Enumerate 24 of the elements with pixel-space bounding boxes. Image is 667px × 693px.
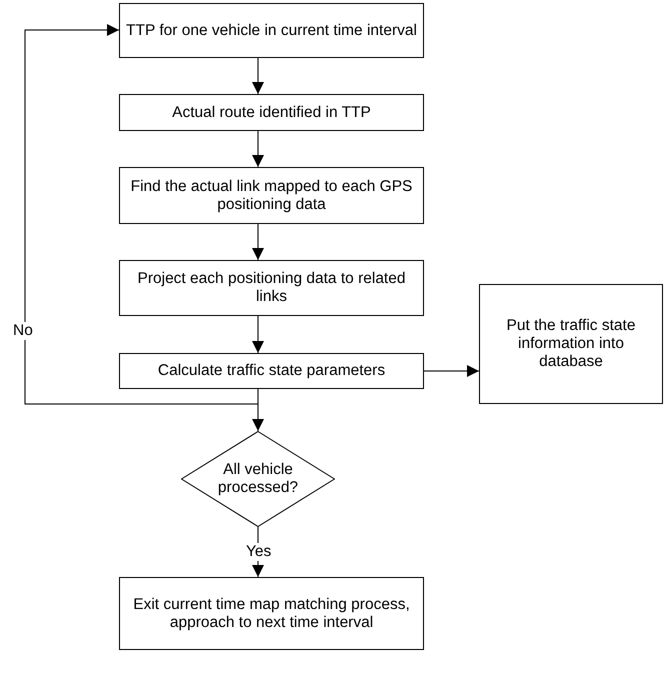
arrow [252, 316, 264, 354]
box-text: TTP for one vehicle in current time interval [125, 22, 418, 40]
box-text: Project each positioning data to related links [136, 270, 406, 306]
process-box [119, 353, 424, 389]
arrow [252, 388, 264, 432]
process-box [479, 284, 663, 404]
arrow [424, 365, 480, 377]
process-box [119, 3, 424, 58]
process-box [119, 577, 424, 650]
box-text: Actual route identified in TTP [171, 104, 372, 122]
box-text: Find the actual link mapped to each GPS positioning data [130, 178, 414, 214]
process-box [119, 167, 424, 224]
box-text: All vehicle processed? [216, 461, 300, 497]
arrow [252, 130, 264, 168]
box-text: Calculate traffic state parameters [156, 362, 386, 380]
arrow [252, 224, 264, 260]
decision-diamond [181, 431, 335, 527]
arrow [252, 58, 264, 94]
edge-label: Yes [244, 543, 274, 561]
edge-label: No [11, 322, 35, 340]
box-text: Exit current time map matching process, approach to next time interval [132, 596, 411, 632]
process-box [119, 260, 424, 316]
box-text: Put the traffic state information into database [506, 317, 636, 371]
process-box [119, 94, 424, 131]
